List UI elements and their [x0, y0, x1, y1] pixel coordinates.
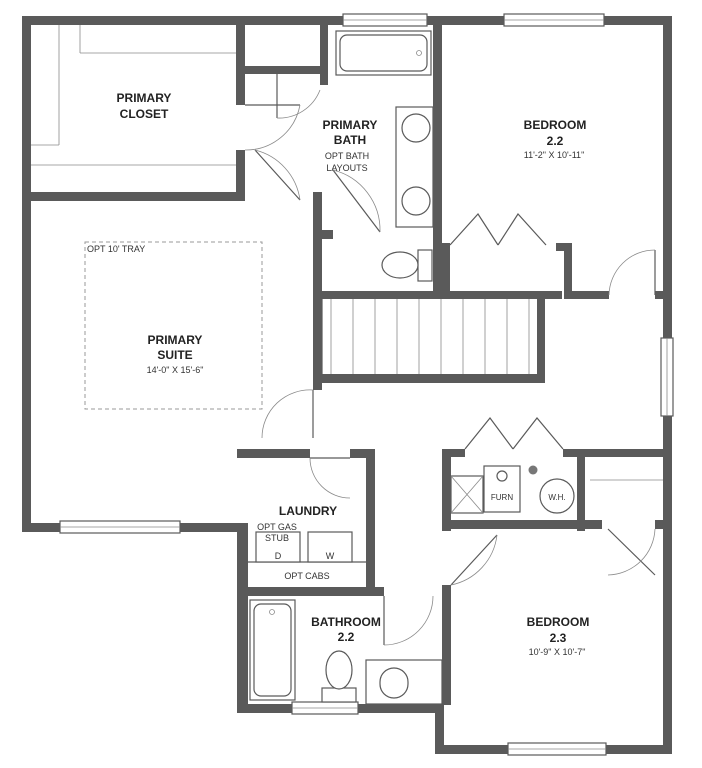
laundry-label: LAUNDRY — [279, 504, 337, 518]
bedroom-22-label: BEDROOM — [524, 118, 587, 132]
bedroom-22-dims: 11'-2" X 10'-11" — [524, 150, 585, 160]
bedroom-22-number: 2.2 — [547, 134, 564, 148]
primary-closet-label-2: CLOSET — [120, 107, 169, 121]
doors — [244, 74, 656, 646]
windows — [59, 13, 674, 756]
closet-shelving — [31, 25, 663, 481]
mechanical-fixtures — [450, 465, 575, 514]
primary-bath-note-2: LAYOUTS — [326, 163, 367, 173]
gas-stub-label-2: STUB — [265, 533, 289, 543]
bedroom-23-label: BEDROOM — [527, 615, 590, 629]
room-labels: PRIMARY CLOSET PRIMARY BATH OPT BATH LAY… — [87, 91, 589, 657]
opt-cabs-label: OPT CABS — [284, 571, 329, 581]
primary-bath-note: OPT BATH — [325, 151, 369, 161]
water-heater-label: W.H. — [548, 493, 565, 502]
interior-walls — [31, 25, 665, 705]
primary-suite-label: PRIMARY — [148, 333, 203, 347]
furnace-label: FURN — [491, 493, 513, 502]
staircase — [321, 299, 530, 374]
bathroom-22-number: 2.2 — [338, 630, 355, 644]
tray-ceiling-outline — [84, 241, 263, 410]
bedroom-23-number: 2.3 — [550, 631, 567, 645]
bathroom-22-label: BATHROOM — [311, 615, 381, 629]
primary-suite-label-2: SUITE — [157, 348, 192, 362]
primary-closet-label: PRIMARY — [117, 91, 172, 105]
tray-ceiling-label: OPT 10' TRAY — [87, 244, 145, 254]
gas-stub-label: OPT GAS — [257, 522, 297, 532]
bedroom-23-dims: 10'-9" X 10'-7" — [529, 647, 586, 657]
primary-bath-label: PRIMARY — [323, 118, 378, 132]
dryer-label: D — [275, 551, 282, 561]
washer-label: W — [326, 551, 335, 561]
primary-bath-label-2: BATH — [334, 133, 366, 147]
bathroom-22-fixtures — [249, 599, 443, 705]
primary-bath-fixtures — [335, 30, 434, 282]
laundry-fixtures — [248, 531, 366, 563]
primary-suite-dims: 14'-0" X 15'-6" — [147, 365, 204, 375]
